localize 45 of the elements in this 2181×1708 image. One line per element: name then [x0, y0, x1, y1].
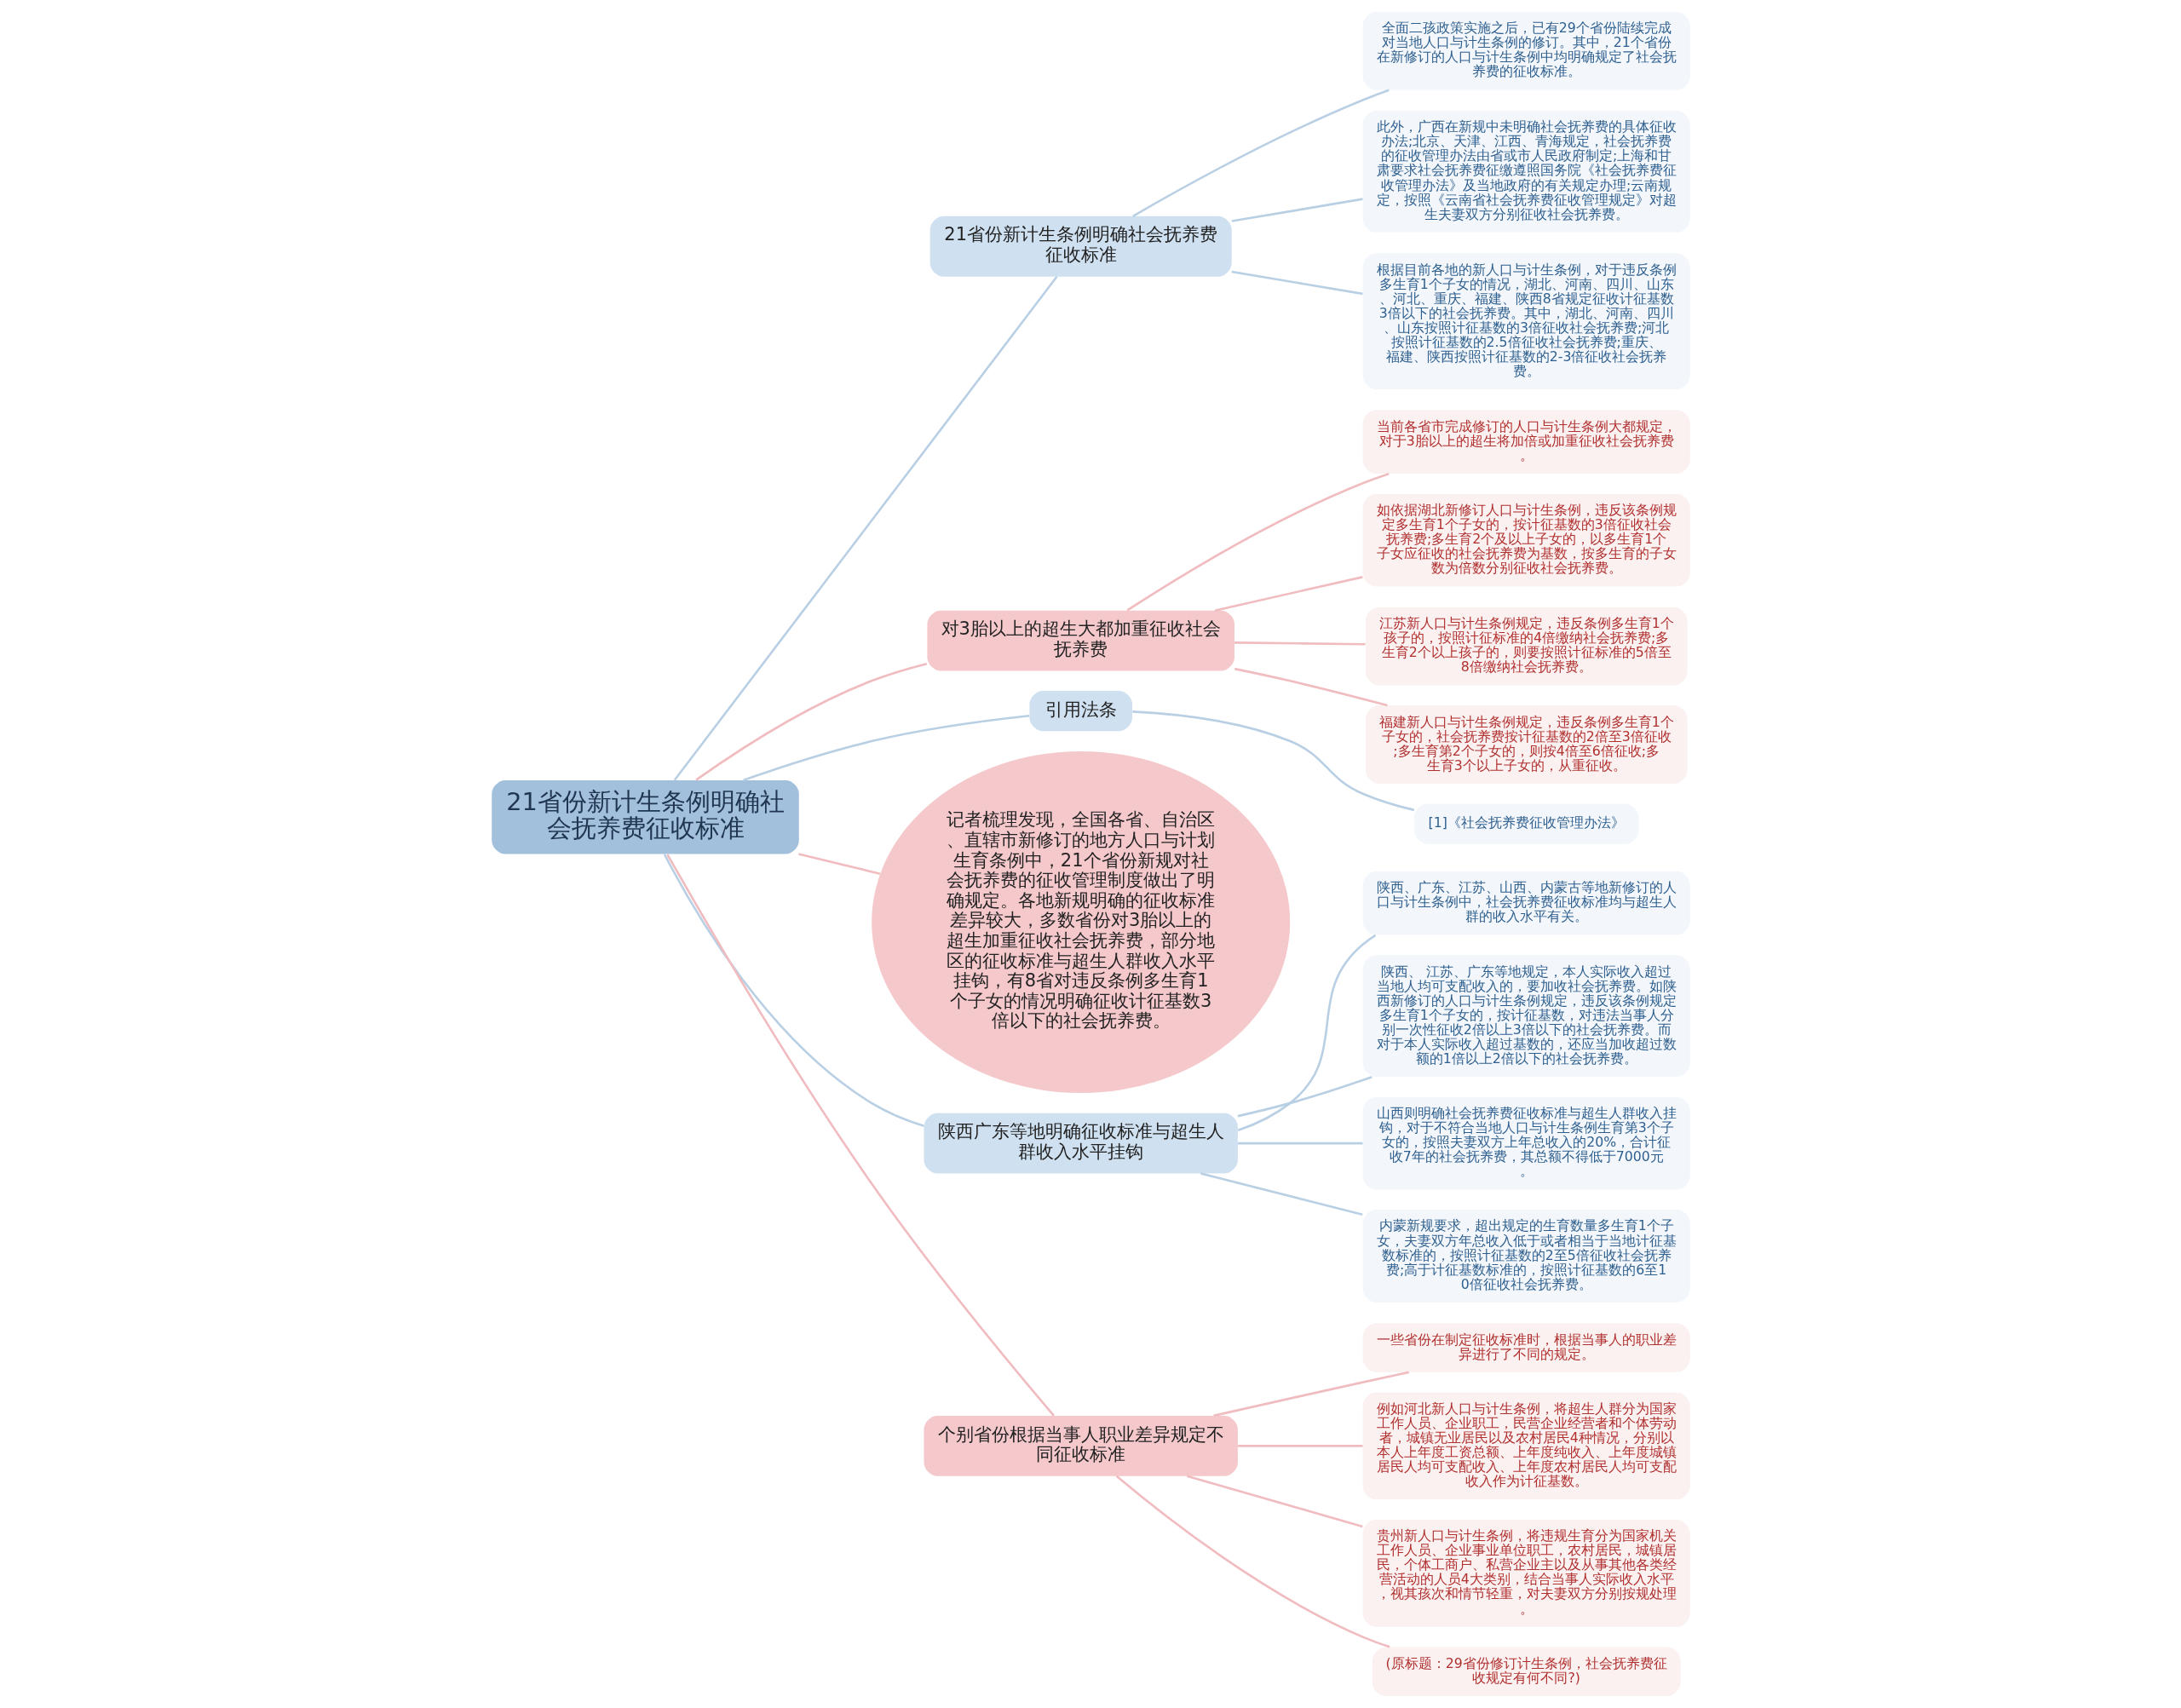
- connector: [663, 854, 924, 1128]
- connector: [1237, 1142, 1362, 1145]
- node-box: 对3胎以上的超生大都加重征收社会抚养费: [926, 610, 1234, 671]
- connector: [1131, 89, 1390, 217]
- connector: [1214, 576, 1363, 612]
- connector: [797, 853, 880, 875]
- connector: [1126, 472, 1390, 612]
- connector: [1231, 198, 1363, 222]
- connector: [694, 662, 927, 781]
- connector: [1237, 1445, 1362, 1447]
- connector: [742, 714, 1029, 782]
- connector: [1231, 270, 1363, 296]
- node-ellipse: 记者梳理发现，全国各省、自治区、直辖市新修订的地方人口与计划生育条例中，21个省份新规对社会抚养费的征收管理制度做出了明确规定。各地新规明确的征收标准差异较大，多数省份对3胎以上的超生加重征收社会抚养费，部分地区的征收标准与超生人群收入水平挂钩，有8省对违反条例多生育1个子女的情况明确征收计征基数3倍以下的社会抚养费。: [871, 750, 1290, 1094]
- connector: [1237, 934, 1376, 1132]
- node-box: 福建新人口与计生条例规定，违反条例多生育1个子女的，社会抚养费按计征基数的2倍至3倍征收;多生育第2个子女的，则按4倍至6倍征收;多生育3个以上子女的，从重征收。: [1365, 705, 1687, 784]
- node-box: 引用法条: [1028, 691, 1132, 732]
- node-box: 例如河北新人口与计生条例，将超生人群分为国家工作人员、企业职工，民营企业经营者和个体劳动者，城镇无业居民以及农村居民4种情况，分别以本人上年度工资总额、上年度纯收入、上年度城镇居民人均可支配收入、上年度农村居民人均可支配收入作为计征基数。: [1362, 1392, 1690, 1500]
- node-box: 内蒙新规要求，超出规定的生育数量多生育1个子女，夫妻双方年总收入低于或者相当于当地计征基数标准的，按照计征基数的2至5倍征收社会抚养费;高于计征基数标准的，按照计征基数的6至10倍征收社会抚养费。: [1362, 1210, 1690, 1303]
- connector: [1212, 1371, 1409, 1418]
- connector: [1131, 710, 1414, 812]
- node-box: 21省份新计生条例明确社会抚养费征收标准: [491, 779, 799, 854]
- node-box: 一些省份在制定征收标准时，根据当事人的职业差异进行了不同的规定。: [1362, 1323, 1690, 1372]
- connector: [1200, 1172, 1362, 1216]
- node-box: 根据目前各地的新人口与计生条例，对于违反条例多生育1个子女的情况，湖北、河南、四川、山东、河北、重庆、福建、陕西8省规定征收计征基数3倍以下的社会抚养费。其中，湖北、河南、四川、山东按照计征基数的3倍征收社会抚养费;河北按照计征基数的2.5倍征收社会抚养费;重庆、福建、陕西按照计征基数的2-3倍征收社会抚养费。: [1362, 253, 1690, 390]
- connector: [1186, 1475, 1363, 1528]
- node-box: 此外，广西在新规中未明确社会抚养费的具体征收办法;北京、天津、江西、青海规定，社会抚养费的征收管理办法由省或市人民政府制定;上海和甘肃要求社会抚养费征缴遵照国务院《社会抚养费征收管理办法》及当地政府的有关规定办理;云南规定，按照《云南省社会抚养费征收管理规定》对超生夫妻双方分别征收社会抚养费。: [1362, 110, 1690, 233]
- connector: [673, 275, 1058, 781]
- connector: [1234, 667, 1388, 707]
- node-box: 当前各省市完成修订的人口与计生条例大都规定，对于3胎以上的超生将加倍或加重征收社会抚养费。: [1362, 410, 1690, 474]
- connector: [1237, 1075, 1372, 1118]
- node-box: 全面二孩政策实施之后，已有29个省份陆续完成对当地人口与计生条例的修订。其中，21个省份在新修订的人口与计生条例中均明确规定了社会抚养费的征收标准。: [1362, 11, 1690, 90]
- connector: [665, 854, 1055, 1417]
- node-box: 陕西、广东、江苏、山西、内蒙古等地新修订的人口与计生条例中，社会抚养费征收标准均与超生人群的收入水平有关。: [1362, 871, 1690, 935]
- node-box: 个别省份根据当事人职业差异规定不同征收标准: [924, 1416, 1238, 1476]
- node-box: 山西则明确社会抚养费征收标准与超生人群收入挂钩，对于不符合当地人口与计生条例生育第3个子女的，按照夫妻双方上年总收入的20%，合计征收7年的社会抚养费，其总额不得低于7000元。: [1362, 1096, 1690, 1190]
- node-box: 陕西广东等地明确征收标准与超生人群收入水平挂钩: [924, 1113, 1238, 1174]
- connector: [1234, 641, 1366, 646]
- node-box: (原标题：29省份修订计生条例，社会抚养费征收规定有何不同?): [1372, 1647, 1681, 1697]
- node-box: 21省份新计生条例明确社会抚养费征收标准: [929, 216, 1232, 277]
- node-box: 如依据湖北新修订人口与计生条例，违反该条例规定多生育1个子女的，按计征基数的3倍征收社会抚养费;多生育2个及以上子女的，以多生育1个子女应征收的社会抚养费为基数，按多生育的子女数为倍数分别征收社会抚养费。: [1362, 493, 1690, 587]
- node-box: 贵州新人口与计生条例，将违规生育分为国家机关工作人员、企业事业单位职工，农村居民，城镇居民，个体工商户、私营企业主以及从事其他各类经营活动的人员4大类别，结合当事人实际收入水平，视其孩次和情节轻重，对夫妻双方分别按规处理。: [1362, 1519, 1690, 1627]
- node-box: 江苏新人口与计生条例规定，违反条例多生育1个孩子的，按照计征标准的4倍缴纳社会抚养费;多生育2个以上孩子的，则要按照计征标准的5倍至8倍缴纳社会抚养费。: [1365, 607, 1687, 686]
- node-box: [1]《社会抚养费征收管理办法》: [1413, 803, 1638, 844]
- connector: [1115, 1475, 1390, 1648]
- node-box: 陕西、 江苏、广东等地规定，本人实际收入超过当地人均可支配收入的，要加收社会抚养费。如陕西新修订的人口与计生条例规定，违反该条例规定多生育1个子女的，按计征基数，对违法当事人分别一次性征收2倍以上3倍以下的社会抚养费。而对于本人实际收入超过基数的，还应当加收超过数额的1倍以上2倍以下的社会抚养费。: [1362, 955, 1690, 1078]
